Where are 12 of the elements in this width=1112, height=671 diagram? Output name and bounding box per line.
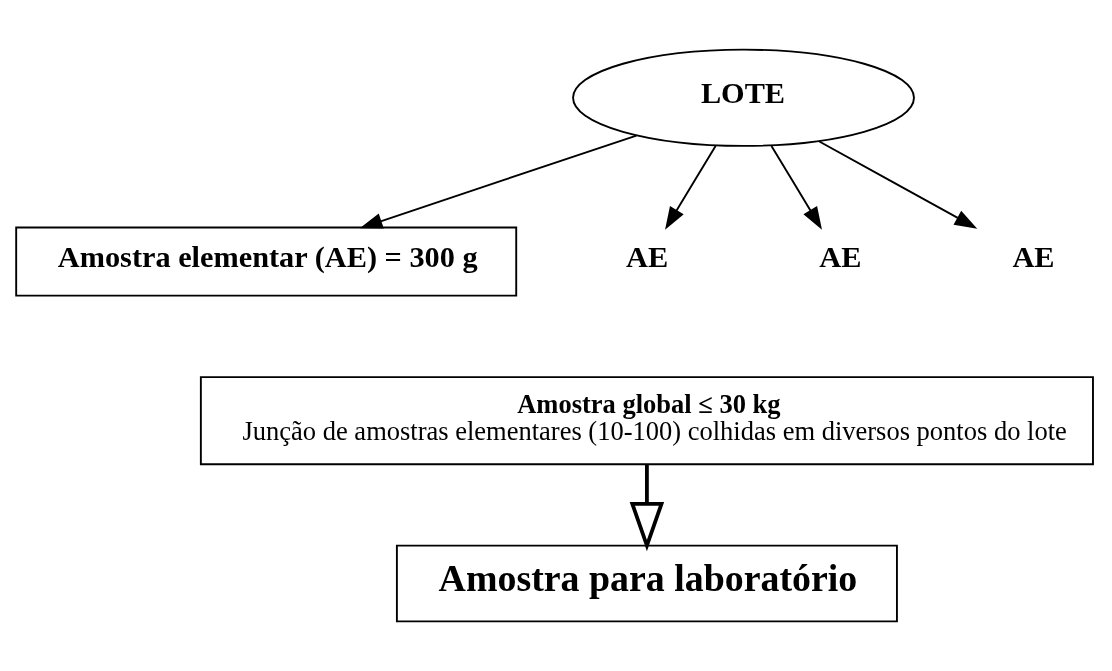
node-text: AE [1012,239,1055,274]
arrow [359,134,638,229]
node-ellipse: LOTE [572,48,915,147]
arrow [665,145,717,230]
node-box: Amostra para laboratório [395,544,898,623]
arrow [770,145,822,230]
arrow [817,140,978,229]
arrow [629,464,665,552]
node-text: AE [626,239,669,274]
node-box: Amostra global ≤ 30 kg Junção de amostras elementares (10-100) colhidas em diversos pontos do lote [199,376,1094,466]
node-box: Amostra elementar (AE) = 300 g [15,226,518,297]
node-text: AE [819,239,862,274]
